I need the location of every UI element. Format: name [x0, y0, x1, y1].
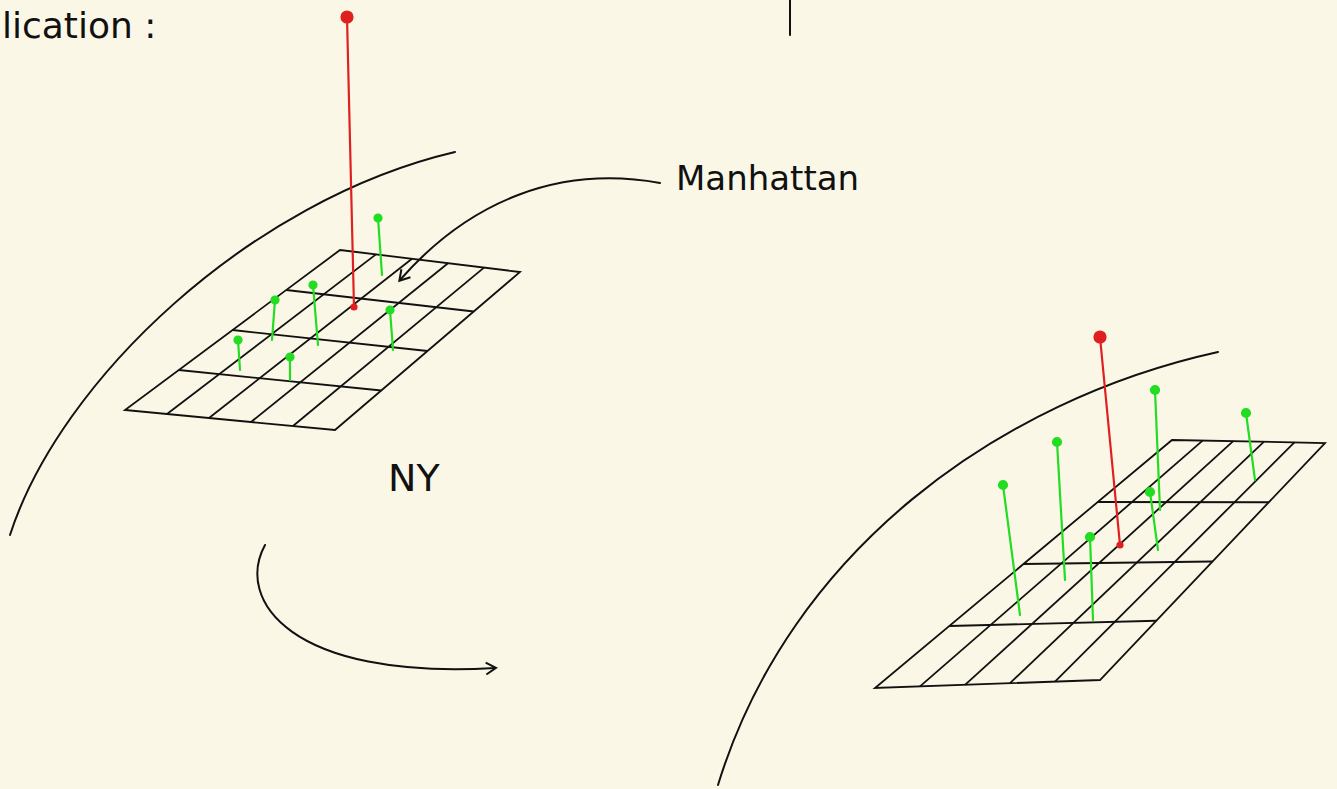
- pin-head: [1242, 409, 1250, 417]
- pin-line: [378, 218, 382, 275]
- pin-head: [1086, 533, 1094, 541]
- pin-foot: [352, 305, 357, 310]
- pin-line: [313, 285, 318, 345]
- pin-line: [1090, 537, 1093, 620]
- pin-head: [235, 337, 242, 344]
- street-line: [1098, 501, 1269, 503]
- street-line: [949, 621, 1156, 626]
- street-line: [209, 259, 412, 418]
- pin-head: [1095, 332, 1106, 343]
- pin-head: [272, 297, 279, 304]
- earth-arc: [718, 352, 1218, 785]
- pin-head: [1146, 488, 1154, 496]
- pin-head: [1151, 386, 1159, 394]
- street-line: [167, 254, 376, 414]
- pin-line: [1003, 485, 1020, 615]
- pin-line: [390, 310, 393, 350]
- street-line: [1010, 442, 1264, 683]
- pin-head: [1053, 438, 1061, 446]
- pin-head: [287, 354, 294, 361]
- street-line: [1024, 562, 1213, 565]
- pin-line: [1100, 337, 1120, 545]
- pin-head: [375, 215, 382, 222]
- street-line: [920, 441, 1203, 687]
- section-heading: lication :: [2, 6, 156, 46]
- place-label: NY: [388, 458, 440, 500]
- street-grid: [125, 250, 520, 430]
- pin-head: [387, 307, 394, 314]
- pin-line: [1246, 413, 1255, 480]
- pin-line: [1150, 492, 1158, 550]
- leader-arrow: [400, 178, 660, 280]
- street-line: [293, 268, 484, 426]
- pin-head: [310, 282, 317, 289]
- pin-line: [1155, 390, 1160, 510]
- street-line: [233, 330, 428, 351]
- divider-line: [789, 0, 791, 35]
- pin-foot: [1118, 543, 1123, 548]
- pin-head: [999, 481, 1007, 489]
- pin-line: [347, 17, 354, 307]
- earth-arc: [10, 152, 455, 535]
- pin-line: [1057, 442, 1065, 580]
- street-line: [179, 370, 382, 391]
- pin-head: [342, 12, 353, 23]
- place-label: Manhattan: [676, 160, 859, 197]
- street-line: [1055, 442, 1294, 681]
- pin-line: [272, 300, 275, 340]
- street-line: [965, 441, 1233, 685]
- street-grid: [875, 440, 1325, 688]
- transform-arrow: [257, 545, 495, 669]
- street-line: [251, 263, 448, 422]
